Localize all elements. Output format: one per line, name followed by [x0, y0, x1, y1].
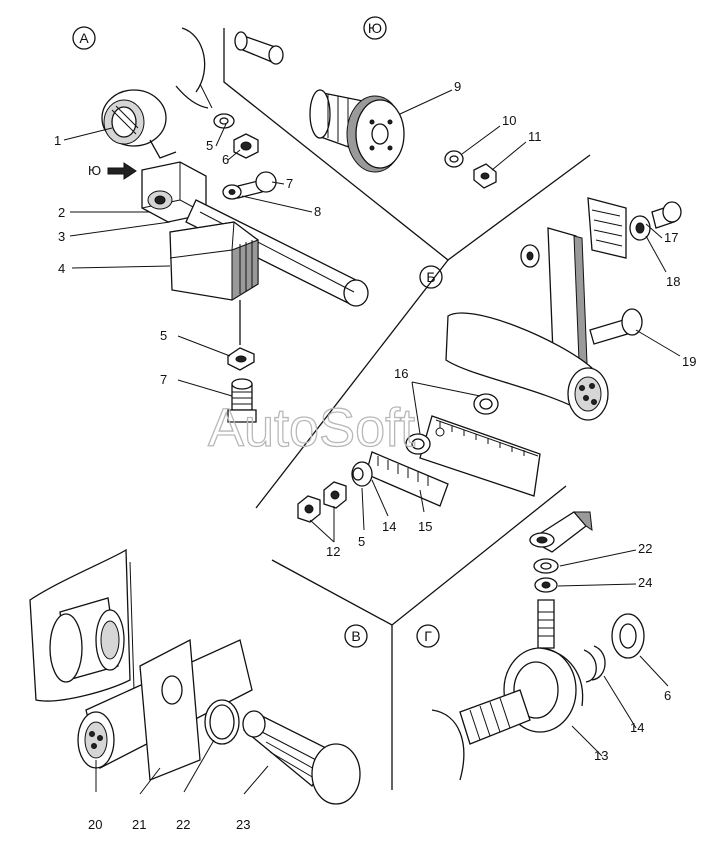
- callout-12: 12: [326, 544, 340, 559]
- callout-22: 22: [176, 817, 190, 832]
- callout-22: 22: [638, 541, 652, 556]
- section-dividers: [223, 28, 591, 790]
- svg-text:А: А: [79, 30, 89, 46]
- section-a-parts: Ю: [63, 27, 369, 423]
- callout-18: 18: [666, 274, 680, 289]
- callout-23: 23: [236, 817, 250, 832]
- callout-5: 5: [206, 138, 213, 153]
- callout-6: 6: [222, 152, 229, 167]
- svg-text:Ю: Ю: [88, 163, 101, 178]
- callout-8: 8: [314, 204, 321, 219]
- section-label-yu: Ю: [363, 16, 387, 40]
- section-b-parts: [297, 197, 682, 543]
- callout-20: 20: [88, 817, 102, 832]
- watermark-text: AutoSoft: [208, 398, 415, 458]
- section-g-parts: [431, 511, 669, 781]
- svg-text:Ю: Ю: [368, 20, 382, 36]
- callout-6: 6: [664, 688, 671, 703]
- callout-7: 7: [286, 176, 293, 191]
- callout-2: 2: [58, 205, 65, 220]
- callout-11: 11: [528, 129, 542, 144]
- section-label-a: А: [72, 26, 96, 50]
- section-v-parts: [29, 548, 361, 805]
- socket-9: [309, 89, 405, 173]
- callout-5: 5: [160, 328, 167, 343]
- housing-tube: [445, 312, 609, 421]
- section-yu-parts: [234, 31, 527, 189]
- section-label-g: Г: [416, 624, 440, 648]
- callout-10: 10: [502, 113, 516, 128]
- callout-24: 24: [638, 575, 652, 590]
- callout-1: 1: [54, 133, 61, 148]
- callout-21: 21: [132, 817, 146, 832]
- callout-labels: 1 5 6 7 8 2 3 4 5 7 9 10 11 17 18 19 16 …: [54, 79, 696, 832]
- callout-16: 16: [394, 366, 408, 381]
- callout-7: 7: [160, 372, 167, 387]
- svg-text:В: В: [351, 628, 360, 644]
- callout-17: 17: [664, 230, 678, 245]
- callout-5: 5: [358, 534, 365, 549]
- lamp-1: [101, 89, 177, 159]
- svg-text:Б: Б: [426, 269, 435, 285]
- bolt-7-lower: [227, 378, 257, 423]
- bolt-7: [222, 171, 277, 200]
- section-label-v: В: [344, 624, 368, 648]
- callout-14: 14: [382, 519, 396, 534]
- callout-3: 3: [58, 229, 65, 244]
- section-label-b: Б: [419, 265, 443, 289]
- callout-15: 15: [418, 519, 432, 534]
- callout-13: 13: [594, 748, 608, 763]
- lamp-4: [169, 221, 259, 345]
- view-arrow: Ю: [88, 162, 137, 180]
- callout-14: 14: [630, 720, 644, 735]
- pin-23: [242, 710, 361, 805]
- svg-text:Г: Г: [424, 628, 432, 644]
- callout-4: 4: [58, 261, 65, 276]
- callout-19: 19: [682, 354, 696, 369]
- callout-9: 9: [454, 79, 461, 94]
